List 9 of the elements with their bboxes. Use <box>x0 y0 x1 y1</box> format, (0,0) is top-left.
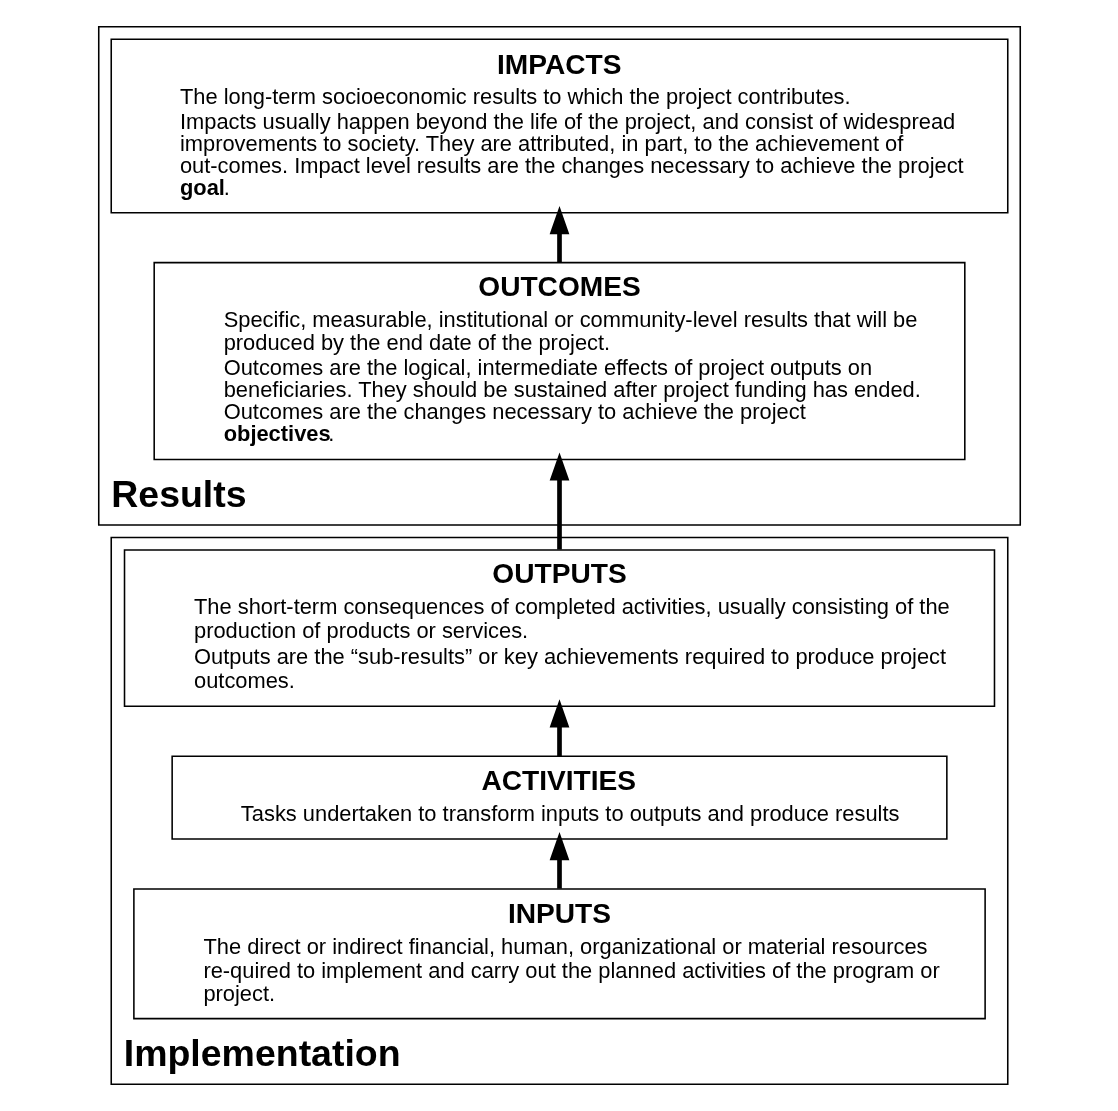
node-box: ACTIVITIES Tasks undertaken to transform inputs to outputs and produce results <box>170 755 948 840</box>
arrow <box>549 832 569 889</box>
node-box: OUTPUTS The short-term consequences of completed activities, usually consisting of the production of products or services. Outputs are the “sub-results” or key achievements required to produce project outcomes. <box>123 549 995 707</box>
node-box: OUTCOMES Specific, measurable, institutional or community-level results that will be produced by the end date of the project. Outcomes are the logical, intermediate effects of project outputs on beneficiaries. They should be sustained after project funding has ended. Outcomes are the changes necessary to achieve the project objectives. <box>152 261 966 461</box>
arrow <box>549 452 569 550</box>
arrow <box>549 206 569 263</box>
arrow <box>549 699 569 757</box>
node-box: INPUTS The direct or indirect financial, human, organizational or material resources re-quired to implement and carry out the planned activities of the program or project. <box>132 888 986 1020</box>
node-box: IMPACTS The long-term socioeconomic results to which the project contributes. Impacts usually happen beyond the life of the project, and consist of widespread improvements to society. They are attributed, in part, to the achievement of out-comes. Impact level results are the changes necessary to achieve the project goal. <box>109 38 1009 214</box>
